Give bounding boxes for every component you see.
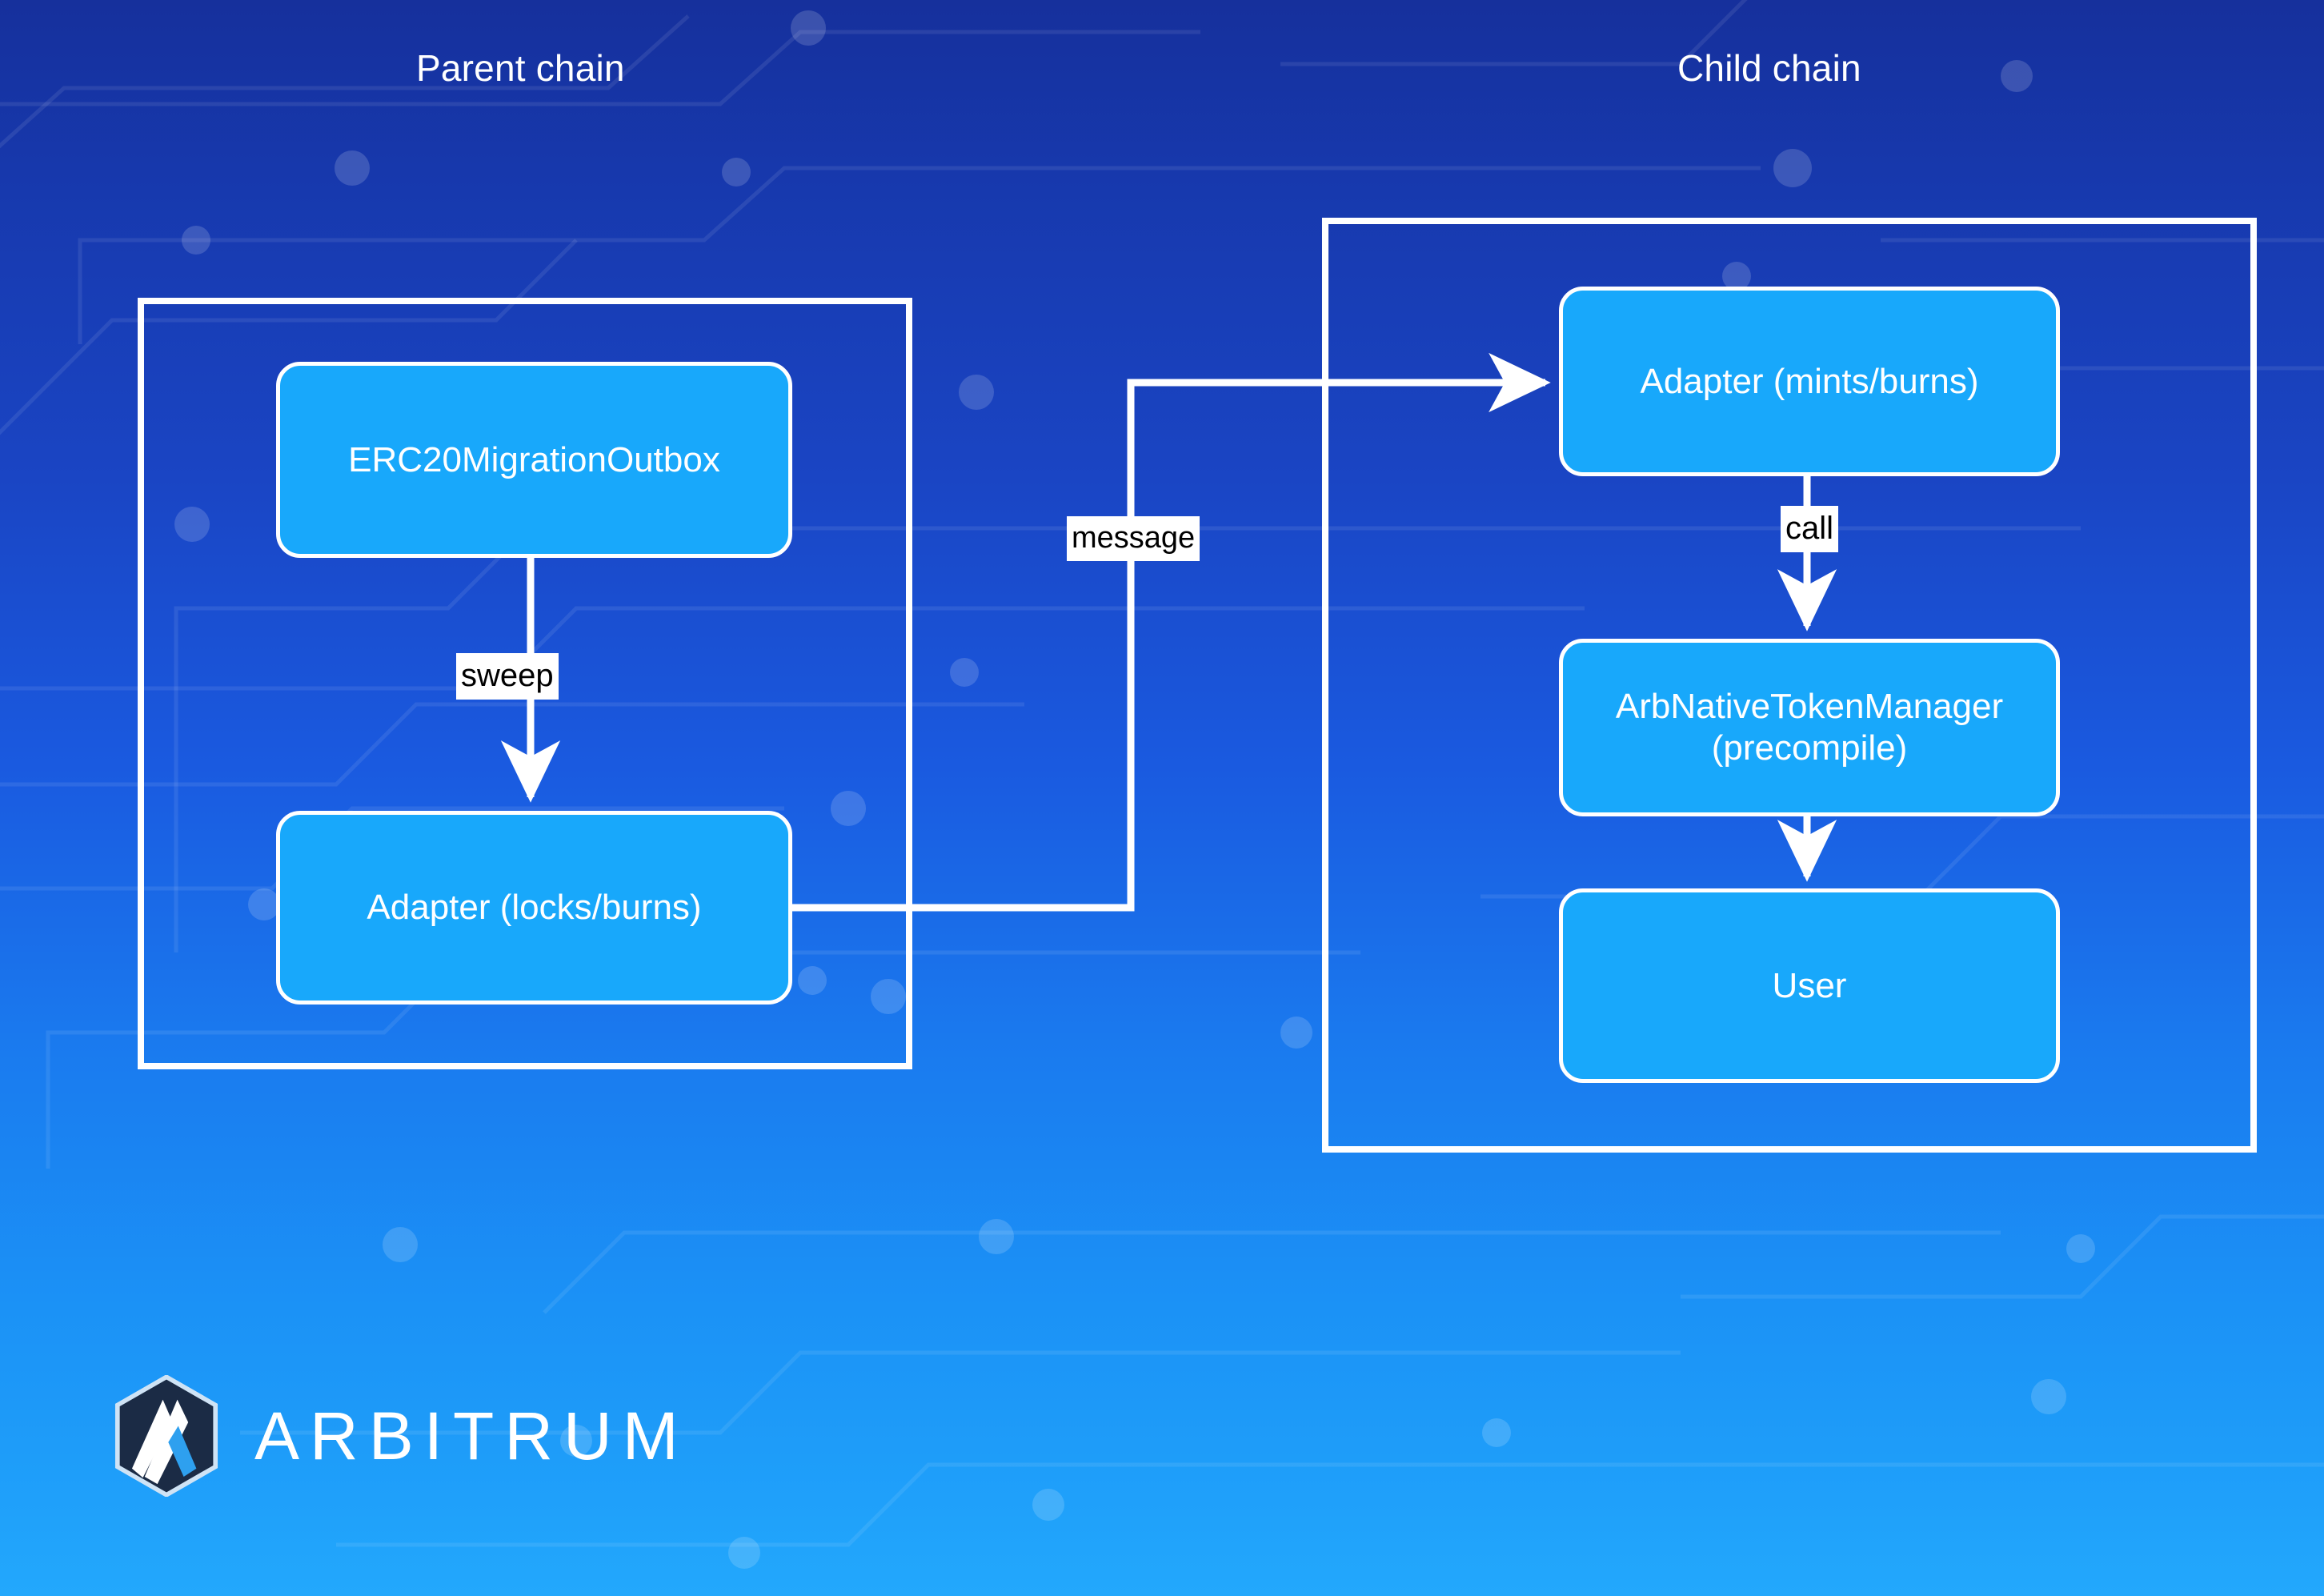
node-adapter-locks-burns[interactable]: Adapter (locks/burns) [276,811,792,1005]
parent-chain-title: Parent chain [416,47,625,89]
edge-label-sweep: sweep [456,653,559,700]
edge-label-call: call [1781,506,1839,552]
node-user[interactable]: User [1559,888,2060,1083]
node-erc20-migration-outbox[interactable]: ERC20MigrationOutbox [276,362,792,558]
node-adapter-mints-burns[interactable]: Adapter (mints/burns) [1559,287,2060,476]
edge-label-message: message [1067,516,1200,561]
child-chain-title: Child chain [1677,47,1861,89]
arbitrum-wordmark: ARBITRUM [254,1398,689,1474]
arbitrum-logo-icon [114,1375,218,1497]
node-arb-native-token-manager[interactable]: ArbNativeTokenManager (precompile) [1559,639,2060,816]
arbitrum-branding: ARBITRUM [112,1375,689,1497]
